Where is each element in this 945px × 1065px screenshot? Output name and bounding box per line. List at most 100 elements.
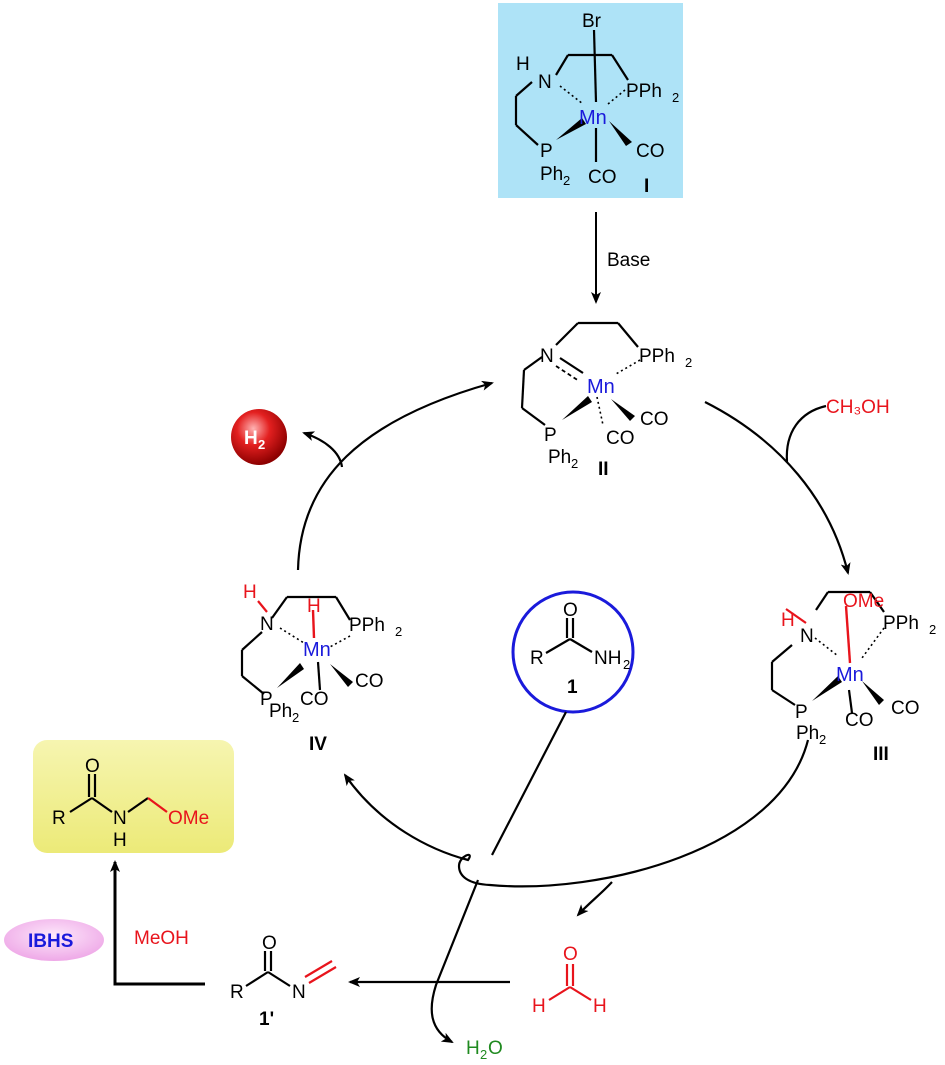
svg-text:2: 2 [685, 355, 692, 370]
nh-hydrogen-iii: H [781, 610, 795, 631]
svg-text:2: 2 [395, 624, 402, 639]
svg-text:2: 2 [480, 1047, 487, 1062]
complex-iv: H H N PPh 2 Mn P Ph 2 CO CO IV [240, 582, 402, 755]
hydride-label-iv: H [307, 596, 321, 617]
pph2-label-iv: PPh 2 [349, 615, 402, 639]
svg-text:PPh: PPh [349, 615, 385, 636]
manganese-label-iii: Mn [836, 664, 864, 686]
svg-text:PPh: PPh [883, 613, 919, 634]
nitrogen-label-iii: N [800, 626, 814, 647]
nitrogen-label-iv: N [260, 614, 274, 635]
methanol-addition-arrow [110, 860, 205, 986]
product-nitrogen: N [113, 808, 127, 829]
svg-text:2: 2 [929, 622, 936, 637]
formaldehyde-oxygen: O [563, 944, 578, 965]
catalyst-i: Br H N PPh 2 Mn P Ph 2 CO CO I [498, 3, 683, 198]
carbonyl-right-iii: CO [891, 698, 920, 719]
formaldehyde-release-arrow [576, 881, 613, 917]
product-nh-hydrogen: H [113, 830, 127, 851]
phosphorus-label: P [540, 141, 553, 162]
methoxide-label: OMe [843, 591, 884, 612]
carbonyl-right-ii: CO [640, 409, 669, 430]
acylimine-number: 1' [259, 1009, 274, 1030]
n-h-bond-iii [785, 608, 807, 624]
svg-text:NH: NH [594, 648, 621, 669]
svg-text:O: O [488, 1038, 503, 1059]
svg-text:Ph: Ph [269, 701, 292, 722]
amide-r-group: R [530, 648, 544, 669]
methanol-label: MeOH [134, 928, 189, 949]
acylimine-r-group: R [230, 982, 244, 1003]
svg-text:H: H [244, 428, 258, 449]
amide-condensation-line-upper [491, 711, 567, 856]
amide-nh2: NH 2 [594, 648, 630, 672]
complex-iii: OMe H N PPh 2 Mn P Ph 2 CO CO III [770, 590, 936, 765]
pph2-upper-label: PPh 2 [626, 81, 679, 105]
svg-text:H: H [466, 1038, 480, 1059]
pph2-label-ii: PPh 2 [639, 346, 692, 370]
svg-text:2: 2 [819, 732, 826, 747]
svg-text:2: 2 [563, 173, 570, 188]
ph2-label-iii: Ph 2 [796, 723, 826, 747]
ph2-label-ii: Ph 2 [548, 447, 578, 471]
water-label: H 2 O [466, 1038, 503, 1062]
product-oxygen: O [85, 756, 100, 777]
svg-text:PPh: PPh [639, 346, 675, 367]
methanol-reagent-label: CH₃OH [826, 397, 890, 418]
formaldehyde-h-left: H [532, 996, 546, 1017]
ibhs-badge: IBHS [4, 919, 104, 961]
complex-iv-number: IV [309, 734, 327, 755]
product-r-group: R [52, 808, 66, 829]
h2-release-arrow [302, 431, 344, 468]
catalyst-i-box [498, 3, 683, 198]
svg-text:Ph: Ph [540, 164, 563, 185]
phosphorus-label-iii: P [795, 702, 808, 723]
arrow-ii-to-iii [704, 401, 851, 575]
complex-ii: N PPh 2 Mn P Ph 2 CO CO II [520, 321, 692, 480]
carbonyl-axial-label: CO [588, 167, 617, 188]
acylimine-nitrogen: N [292, 982, 306, 1003]
manganese-label-iv: Mn [303, 639, 331, 661]
amide-number: 1 [567, 677, 578, 698]
svg-text:Ph: Ph [548, 447, 571, 468]
amide-circle [511, 590, 635, 714]
acylimine-oxygen: O [262, 933, 277, 954]
svg-text:2: 2 [672, 90, 679, 105]
n-h-bond-iv [257, 600, 268, 613]
manganese-label-ii: Mn [587, 376, 615, 398]
svg-text:IBHS: IBHS [28, 931, 73, 952]
carbonyl-lower-iii: CO [845, 710, 874, 731]
mn-methoxide-bond [844, 605, 852, 664]
bromide-label: Br [582, 11, 602, 32]
nh-hydrogen-label: H [516, 54, 530, 75]
hydrogen-gas-sphere: H 2 [231, 409, 287, 465]
amide-oxygen: O [563, 600, 578, 621]
ph2-label-iv: Ph 2 [269, 701, 299, 725]
amine-nitrogen-label: N [538, 72, 552, 93]
product-methoxymethyl-amide: O R N H OMe [33, 740, 234, 853]
complex-ii-number: II [598, 459, 609, 480]
formaldehyde: O H H [532, 944, 607, 1017]
product-methoxy: OMe [168, 808, 209, 829]
manganese-center-label: Mn [579, 107, 607, 129]
imido-nitrogen-label: N [540, 346, 554, 367]
svg-text:PPh: PPh [626, 81, 662, 102]
carbonyl-equatorial-label: CO [636, 141, 665, 162]
complex-iii-number: III [873, 744, 889, 765]
svg-text:2: 2 [258, 437, 265, 452]
methanol-entry-curve [785, 404, 827, 463]
amide-substrate: O R NH 2 1 [511, 590, 635, 714]
svg-text:2: 2 [623, 657, 630, 672]
nh-hydrogen-iv: H [243, 582, 257, 603]
carbonyl-lower-iv: CO [300, 689, 329, 710]
arrow-iii-to-iv [343, 739, 810, 888]
catalyst-i-number: I [644, 176, 649, 197]
carbonyl-right-iv: CO [355, 671, 384, 692]
arrow-iv-to-ii [296, 380, 494, 571]
ph2-lower-label: Ph 2 [540, 164, 570, 188]
phosphorus-label-ii: P [544, 425, 557, 446]
phosphorus-label-iv: P [260, 689, 273, 710]
carbonyl-lower-ii: CO [606, 428, 635, 449]
pph2-label-iii: PPh 2 [883, 613, 936, 637]
